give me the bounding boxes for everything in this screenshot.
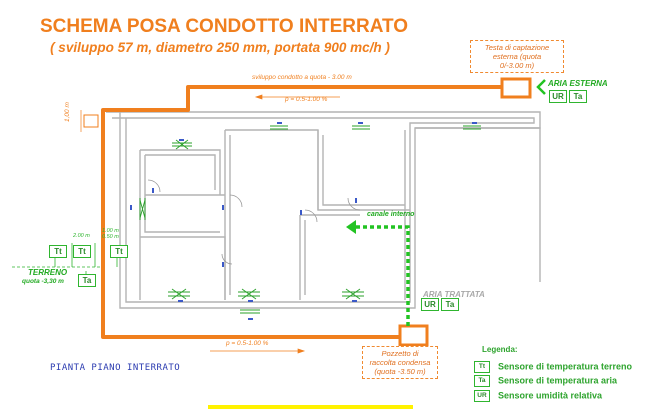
door-arc xyxy=(221,253,233,265)
fixture xyxy=(179,139,184,141)
fixture xyxy=(222,262,224,267)
fixture xyxy=(222,205,224,210)
fixture xyxy=(248,300,253,302)
sensor-tt-ground-1: Tt xyxy=(49,245,67,258)
slope-arrowhead-top xyxy=(254,94,263,100)
room-wall xyxy=(144,155,220,233)
room-wall xyxy=(145,154,216,190)
duct-depth-label: sviluppo condotto a quota - 3.00 m xyxy=(252,74,352,81)
sensor-ta-outside: Ta xyxy=(569,90,587,103)
legend-text: Sensore umidità relativa xyxy=(498,390,603,401)
ground-label: TERRENO xyxy=(28,268,68,277)
sensor-ur-outside: UR xyxy=(549,90,567,103)
window xyxy=(238,288,260,300)
fixture xyxy=(152,188,154,193)
legend-code: Ta xyxy=(474,375,490,387)
fixture xyxy=(178,300,183,302)
depth-2m-label: 2.00 m xyxy=(73,233,90,239)
legend-item: Ta Sensore di temperatura aria xyxy=(474,375,617,387)
window xyxy=(270,125,288,130)
sensor-tt-ground-2: Tt xyxy=(73,245,91,258)
inner-duct-label: canale interno xyxy=(367,211,415,218)
door-arc xyxy=(347,197,361,211)
legend-item: UR Sensore umidità relativa xyxy=(474,390,602,402)
depth-05m-label: 0.50 m xyxy=(102,234,119,240)
underground-duct xyxy=(101,85,505,339)
capture-head-callout: Testa di captazione esterna (quota 0/-3.… xyxy=(470,40,564,73)
legend-text: Sensore di temperatura terreno xyxy=(498,361,633,372)
window xyxy=(342,288,364,300)
fixture xyxy=(358,122,363,124)
callout-line: Testa di captazione xyxy=(484,43,550,52)
legend-item: Tt Sensore di temperatura terreno xyxy=(474,361,632,373)
condensate-pit-callout: Pozzetto di raccolta condensa (quota -3.… xyxy=(362,346,438,379)
door-arc xyxy=(147,179,161,193)
slope-label-bottom: p = 0.5-1.00 % xyxy=(226,340,269,347)
door-arc xyxy=(304,209,318,223)
room-wall xyxy=(140,236,226,300)
callout-line: Pozzetto di xyxy=(381,349,419,358)
window xyxy=(139,198,146,220)
outside-air-label: ARIA ESTERNA xyxy=(548,79,608,88)
door-arc xyxy=(229,194,243,208)
condensate-pit xyxy=(398,324,429,347)
fixture xyxy=(277,122,282,124)
inner-duct-arrowhead xyxy=(346,220,356,234)
legend-text: Sensore di temperatura aria xyxy=(498,375,618,386)
fixture xyxy=(472,122,477,124)
capture-head xyxy=(500,77,532,99)
duct-marker xyxy=(83,114,99,128)
legend-code: UR xyxy=(474,390,490,402)
fixture xyxy=(352,300,357,302)
callout-line: 0/-3.00 m) xyxy=(499,61,535,70)
inner-duct xyxy=(355,225,410,326)
room-wall xyxy=(322,135,405,206)
annex-wall xyxy=(415,127,541,282)
callout-line: raccolta condensa xyxy=(369,358,431,367)
callout-line: esterna (quota xyxy=(492,52,542,61)
outside-air-arrow xyxy=(536,79,546,95)
slope-label-top: p = 0.5-1.00 % xyxy=(285,96,328,103)
legend-code: Tt xyxy=(474,361,490,373)
ground-depth-label: quota -3,30 m xyxy=(22,278,64,285)
highlight-bar xyxy=(208,405,413,409)
treated-air-label: ARIA TRATTATA xyxy=(423,290,485,299)
sensor-ur-treated: UR xyxy=(421,298,439,311)
window xyxy=(463,125,481,130)
legend-title: Legenda: xyxy=(482,345,518,354)
window xyxy=(168,288,190,300)
room-wall xyxy=(317,130,410,211)
fixture xyxy=(355,198,357,203)
fixture xyxy=(248,318,253,320)
outer-wall-inner xyxy=(112,117,535,303)
sensor-ta-treated: Ta xyxy=(441,298,459,311)
sensor-tt-ground-3: Tt xyxy=(110,245,128,258)
height-label: 1,00 m xyxy=(64,102,71,122)
depth-1m-label: 1.00 m xyxy=(102,228,119,234)
sensor-ta-ground: Ta xyxy=(78,274,96,287)
plan-name: PIANTA PIANO INTERRATO xyxy=(50,363,181,373)
slope-arrowhead-bottom xyxy=(297,348,306,354)
page-title: SCHEMA POSA CONDOTTO INTERRATO xyxy=(40,16,409,37)
room-wall xyxy=(140,149,221,195)
window xyxy=(240,309,260,314)
page-subtitle: ( sviluppo 57 m, diametro 250 mm, portat… xyxy=(50,40,390,55)
callout-line: (quota -3.50 m) xyxy=(374,367,426,376)
room-wall xyxy=(225,129,319,210)
fixture xyxy=(130,205,132,210)
window xyxy=(352,125,370,130)
window xyxy=(172,139,192,150)
fixture xyxy=(300,210,302,215)
